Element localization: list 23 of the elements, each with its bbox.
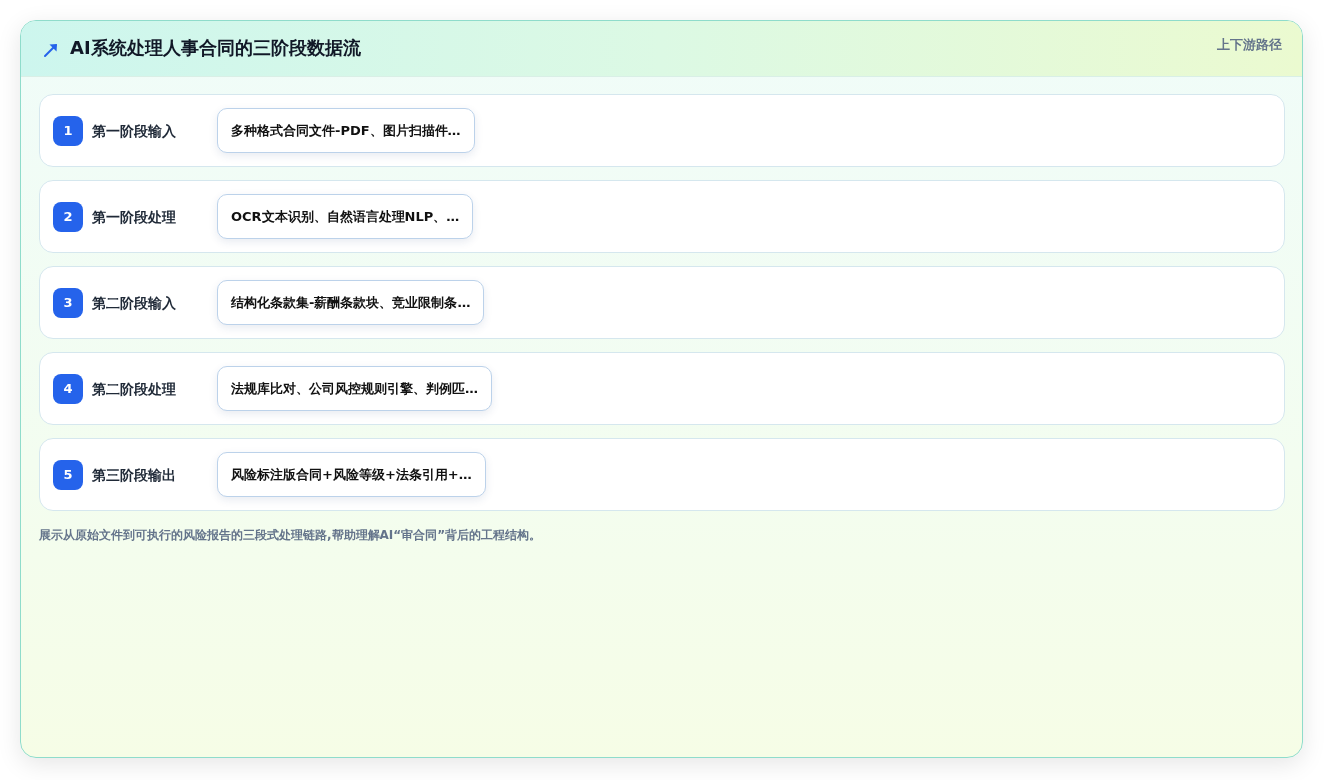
stage-label: 第二阶段输入	[92, 294, 176, 312]
number-badge: 3	[53, 288, 83, 318]
number-badge: 4	[53, 374, 83, 404]
content-box: OCR文本识别、自然语言处理NLP、…	[217, 194, 474, 239]
stage-card	[39, 94, 1285, 167]
stage-card	[39, 266, 1285, 339]
title: AI系统处理人事合同的三阶段数据流	[70, 36, 361, 60]
header-note: 上下游路径	[1217, 37, 1282, 53]
number-badge: 1	[53, 116, 83, 146]
content-box: 法规库比对、公司风控规则引擎、判例匹…	[217, 366, 492, 411]
stage-label: 第三阶段输出	[92, 466, 176, 484]
content-box: 多种格式合同文件-PDF、图片扫描件…	[217, 108, 475, 153]
stage-label: 第二阶段处理	[92, 380, 176, 398]
number-badge: 2	[53, 202, 83, 232]
number-badge: 5	[53, 460, 83, 490]
caption: 展示从原始文件到可执行的风险报告的三段式处理链路,帮助理解AI“审合同”背后的工程结构。	[39, 527, 542, 543]
stage-card	[39, 180, 1285, 253]
stage-label: 第一阶段处理	[92, 208, 176, 226]
content-box: 风险标注版合同+风险等级+法条引用+…	[217, 452, 486, 497]
stage-card	[39, 438, 1285, 511]
stage-card	[39, 352, 1285, 425]
stage-label: 第一阶段输入	[92, 122, 176, 140]
content-box: 结构化条款集-薪酬条款块、竞业限制条…	[217, 280, 485, 325]
